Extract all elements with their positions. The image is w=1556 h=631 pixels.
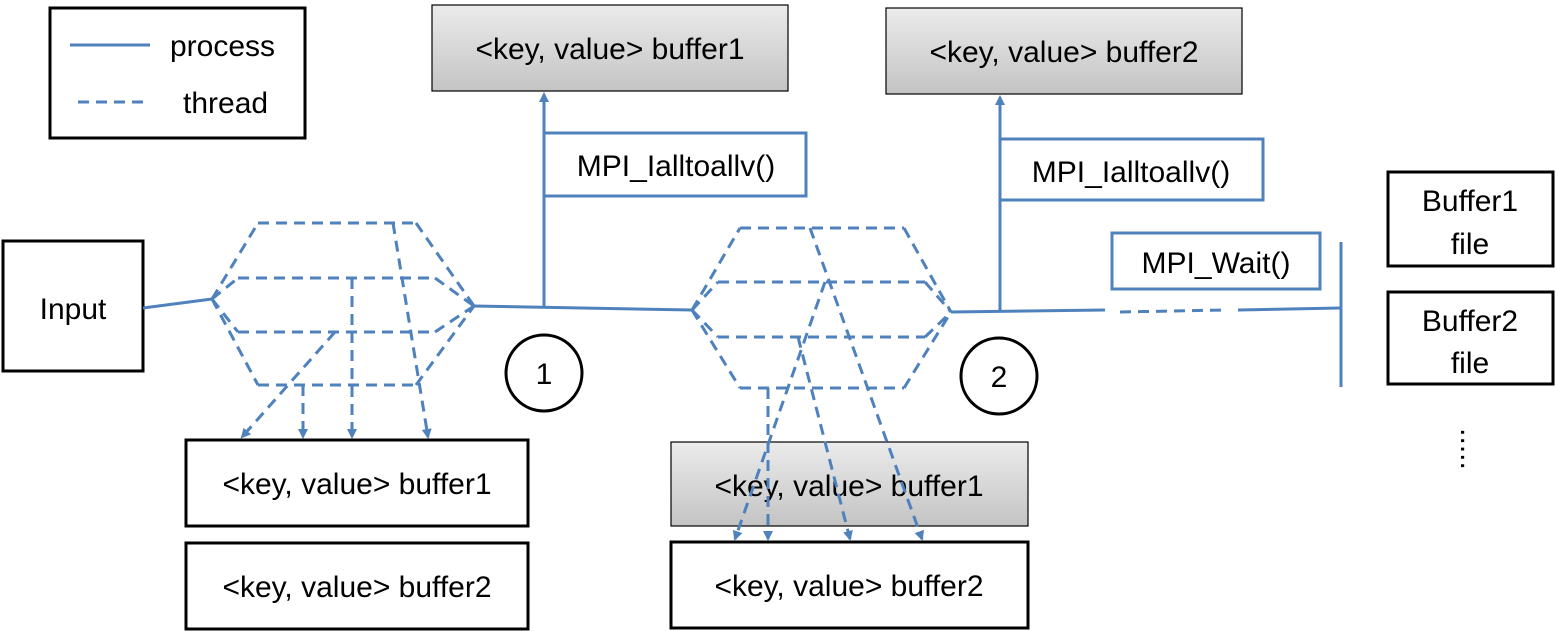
top-buffer2-box	[885, 7, 1243, 95]
input-box	[1, 239, 145, 373]
stage2-buffer1-label: <key, value> buffer1	[714, 470, 983, 503]
stage2-thread-network	[690, 226, 953, 390]
buffer1-file-box	[1386, 170, 1555, 268]
alltoall-1-box	[542, 131, 808, 198]
stage2-buffer2-box	[669, 540, 1030, 630]
buffer1-file-line1: Buffer1	[1422, 185, 1518, 218]
top-buffer1-box	[431, 4, 789, 92]
alltoall-1-label: MPI_Ialltoallv()	[577, 150, 775, 183]
stage2-buffer1-box	[670, 441, 1029, 527]
wait-label: MPI_Wait()	[1142, 247, 1291, 280]
stage1-buffer2-box	[184, 541, 530, 631]
stage-marker-1	[504, 333, 584, 413]
stage-marker-1-label: 1	[536, 358, 553, 391]
buffer1-file-line2: file	[1451, 228, 1489, 261]
wait-box	[1110, 231, 1322, 291]
stage-marker-2	[959, 336, 1039, 416]
buffer2-file-line1: Buffer2	[1422, 305, 1518, 338]
legend-box	[48, 6, 307, 140]
stage1-buffer1-label: <key, value> buffer1	[222, 468, 491, 501]
top-buffer2-label: <key, value> buffer2	[929, 36, 1198, 69]
input-label: Input	[40, 293, 107, 326]
stage2-buffer2-label: <key, value> buffer2	[714, 570, 983, 603]
files-ellipsis: .....	[1454, 428, 1487, 470]
legend-thread-label: thread	[183, 87, 268, 120]
alltoall-2-label: MPI_Ialltoallv()	[1032, 156, 1230, 189]
alltoall-2-box	[998, 137, 1265, 202]
stage1-buffer2-label: <key, value> buffer2	[222, 571, 491, 604]
stage-marker-2-label: 2	[991, 361, 1008, 394]
stage2-thread-arrows	[732, 227, 924, 541]
stage1-buffer1-box	[184, 438, 530, 528]
buffer2-file-line2: file	[1451, 347, 1489, 380]
main-process-line	[142, 242, 1343, 387]
legend-process-label: process	[170, 30, 275, 63]
stage1-thread-network	[210, 221, 476, 439]
top-buffer1-label: <key, value> buffer1	[475, 33, 744, 66]
buffer2-file-box	[1386, 290, 1555, 386]
legend: process thread	[48, 6, 307, 140]
